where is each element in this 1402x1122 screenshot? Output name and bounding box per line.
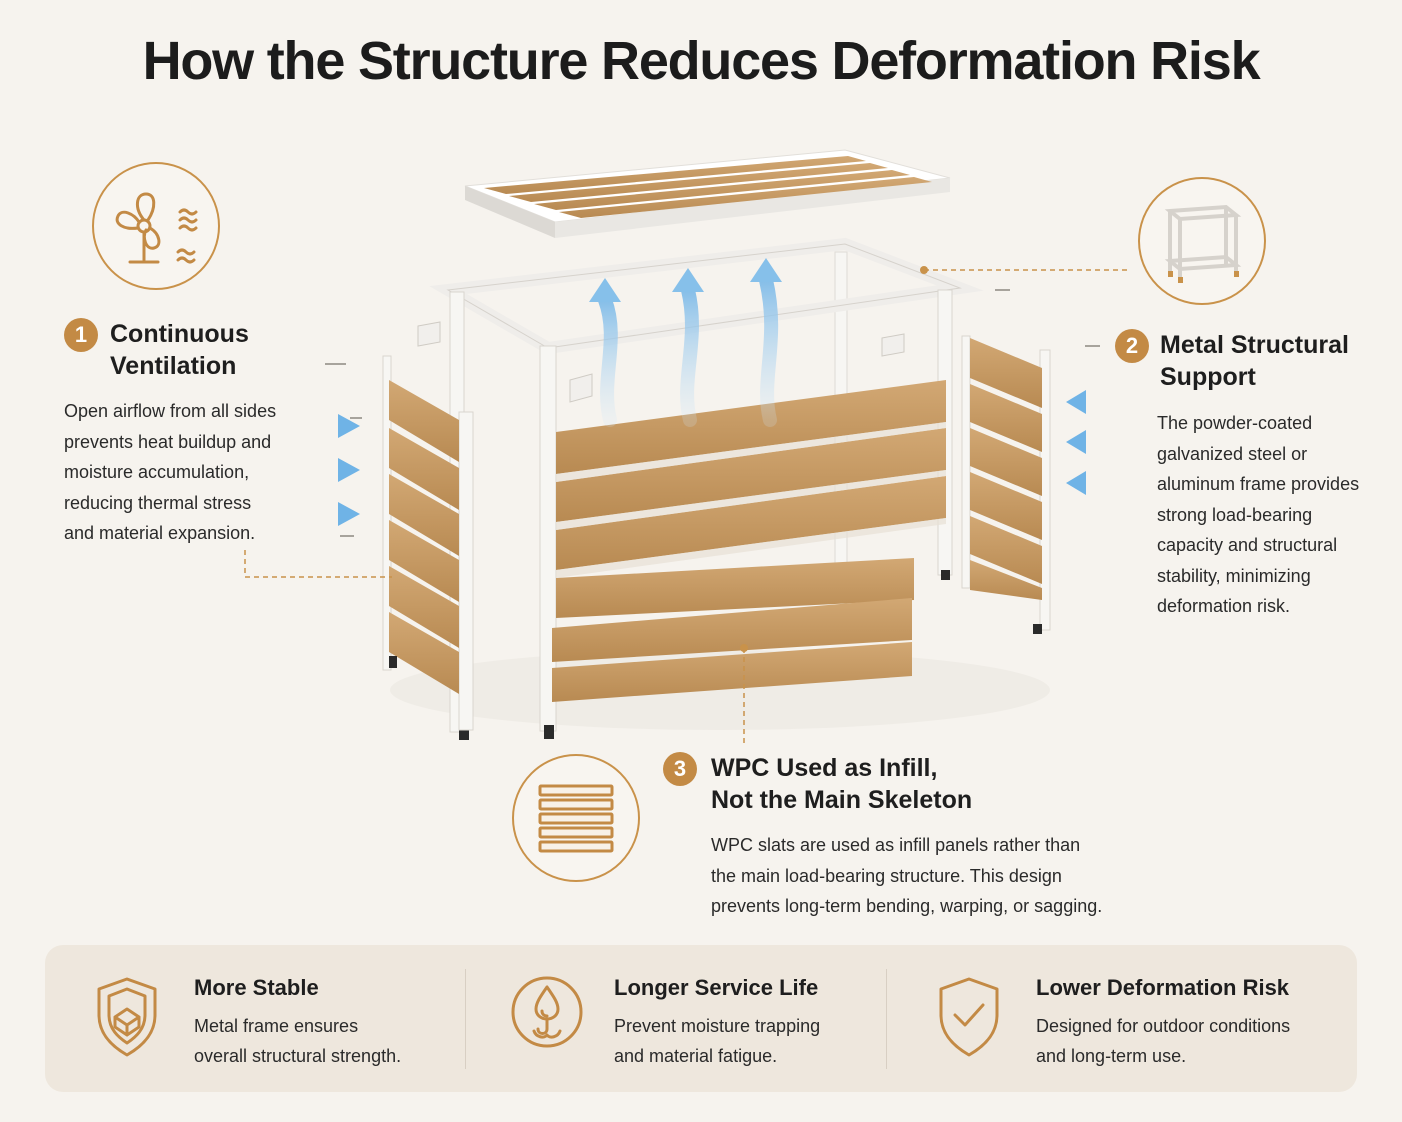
- feature-longer-service-life: Longer Service Life Prevent moisture tra…: [466, 945, 886, 1092]
- text-line: aluminum frame provides: [1157, 474, 1360, 494]
- front-slat-panel: [552, 380, 946, 702]
- feature-title: More Stable: [194, 975, 319, 1000]
- water-drop-icon: [511, 976, 583, 1048]
- text-line: Metal frame ensures: [194, 1016, 359, 1036]
- text-line: Prevent moisture trapping: [614, 1016, 821, 1036]
- text-line: Open airflow from all sides: [64, 401, 277, 421]
- section-3-heading: WPC Used as Infill, Not the Main Skeleto…: [711, 752, 972, 816]
- metal-frame-icon-badge: [1138, 177, 1266, 305]
- airflow-arrows-up: [598, 273, 779, 427]
- page-title: How the Structure Reduces Deformation Ri…: [142, 31, 1261, 91]
- section-1-heading: Continuous Ventilation: [110, 318, 249, 382]
- divider: [465, 969, 466, 1069]
- feature-more-stable: More Stable Metal frame ensures overall …: [45, 945, 465, 1092]
- text-line: and long-term use.: [1036, 1046, 1187, 1066]
- text-line: overall structural strength.: [194, 1046, 402, 1066]
- feature-title: Longer Service Life: [614, 975, 819, 1000]
- text-line: Designed for outdoor conditions: [1036, 1016, 1291, 1036]
- section-1-text: Open airflow from all sides prevents hea…: [64, 396, 276, 549]
- text-line: moisture accumulation,: [64, 462, 250, 482]
- wpc-slats-icon-badge: [512, 754, 640, 882]
- shield-check-icon: [939, 977, 999, 1057]
- feature-desc: Metal frame ensures overall structural s…: [194, 1011, 401, 1071]
- feature-desc: Designed for outdoor conditions and long…: [1036, 1011, 1290, 1071]
- features-bar: More Stable Metal frame ensures overall …: [45, 945, 1357, 1092]
- section-2-heading-line1: Metal Structural: [1160, 331, 1349, 359]
- left-side-panel: [382, 355, 474, 731]
- shield-icon: [97, 977, 157, 1057]
- airflow-arrows-right: [1077, 397, 1120, 488]
- section-1-heading-line2: Ventilation: [110, 352, 237, 380]
- feature-title: Lower Deformation Risk: [1036, 975, 1290, 1000]
- divider: [886, 969, 887, 1069]
- section-3-text: WPC slats are used as infill panels rath…: [711, 830, 1102, 922]
- text-line: prevents heat buildup and: [64, 431, 272, 452]
- ventilation-icon-badge: [92, 162, 220, 290]
- top-lid: [464, 149, 951, 238]
- text-line: strong load-bearing: [1157, 504, 1313, 525]
- section-2-text: The powder-coated galvanized steel or al…: [1157, 408, 1359, 622]
- section-3-number: 3: [663, 752, 697, 786]
- section-3-heading-line2: Not the Main Skeleton: [711, 786, 973, 814]
- section-1-number: 1: [64, 318, 98, 352]
- fan-airflow-icon: [115, 192, 198, 264]
- section-1-heading-line1: Continuous: [110, 320, 249, 348]
- right-side-panel: [961, 335, 1051, 634]
- section-2-heading-line2: Support: [1160, 363, 1256, 391]
- wpc-slats-icon: [538, 784, 614, 853]
- text-line: the main load-bearing structure. This de…: [711, 865, 1062, 886]
- text-line: and material expansion.: [64, 523, 256, 543]
- feature-desc: Prevent moisture trapping and material f…: [614, 1011, 820, 1071]
- section-3-heading-line1: WPC Used as Infill,: [711, 754, 938, 782]
- text-line: and material fatigue.: [614, 1046, 778, 1066]
- text-line: deformation risk.: [1157, 596, 1291, 616]
- section-2-number: 2: [1115, 329, 1149, 363]
- airflow-arrows-left: [295, 421, 347, 519]
- text-line: stability, minimizing: [1157, 565, 1311, 586]
- text-line: capacity and structural: [1157, 535, 1338, 555]
- feature-lower-deformation-risk: Lower Deformation Risk Designed for outd…: [887, 945, 1357, 1092]
- text-line: galvanized steel or: [1157, 443, 1308, 464]
- section-2-heading: Metal Structural Support: [1160, 329, 1349, 393]
- text-line: prevents long-term bending, warping, or …: [711, 896, 1103, 916]
- text-line: reducing thermal stress: [64, 492, 252, 513]
- text-line: The powder-coated: [1157, 413, 1313, 433]
- text-line: WPC slats are used as infill panels rath…: [711, 835, 1081, 855]
- metal-frame-icon: [1164, 204, 1242, 283]
